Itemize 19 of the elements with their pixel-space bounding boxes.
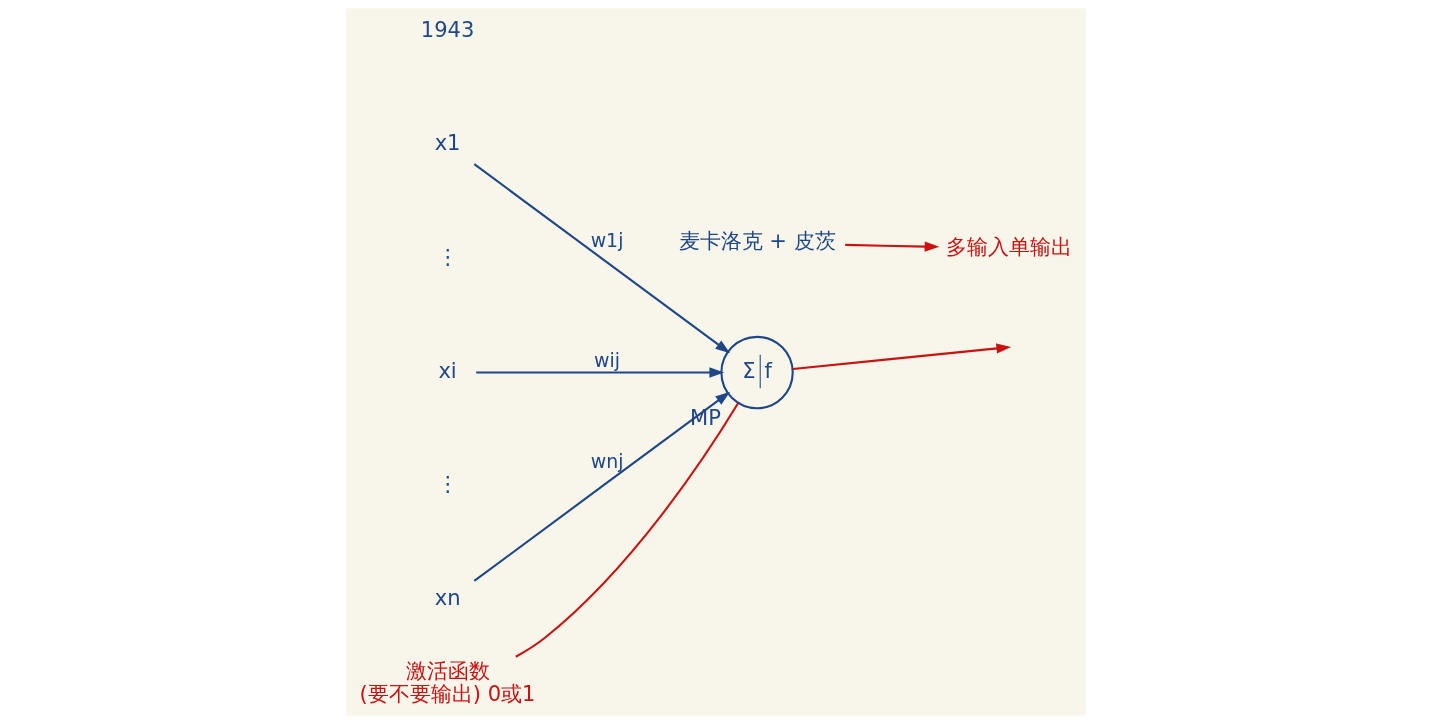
arrow xyxy=(473,163,730,354)
label: ⋮ xyxy=(436,244,458,270)
node-text: 激活函数 (要不要输出) 0或1 xyxy=(359,657,536,706)
arrow xyxy=(844,241,939,252)
node-text: 麦卡洛克 + 皮茨 xyxy=(678,228,836,254)
arrow xyxy=(475,367,724,378)
connector xyxy=(514,402,739,658)
label: 1943 xyxy=(420,16,474,42)
label: ⋮ xyxy=(436,471,458,497)
node-text: xn xyxy=(434,585,460,611)
node-text: 多输入单输出 xyxy=(945,233,1072,259)
edge-label: w1j xyxy=(590,228,623,251)
node-text: xi xyxy=(437,357,457,383)
arrow xyxy=(473,391,730,582)
edge-label: wij xyxy=(593,348,620,371)
node-circle: Σ f xyxy=(719,335,794,410)
node-text: x1 xyxy=(434,130,461,156)
arrow xyxy=(792,343,1011,371)
edge-label: wnj xyxy=(590,449,623,472)
